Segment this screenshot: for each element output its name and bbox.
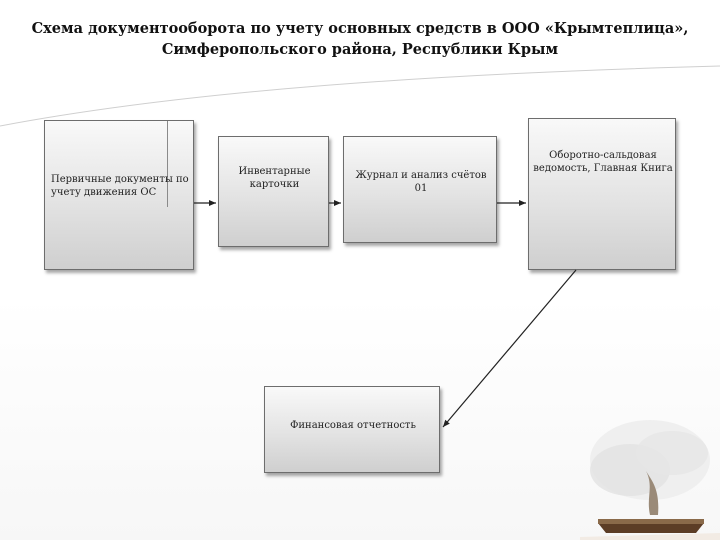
- bonsai-tree-icon: [580, 420, 720, 540]
- box-inner-divider: [167, 121, 168, 207]
- box-financial-reporting: Финансовая отчетность: [264, 386, 440, 473]
- decorative-curve: [0, 65, 720, 127]
- arrow-balance-to-reporting: [442, 269, 577, 428]
- slide-title-line-1: Схема документооборота по учету основных…: [31, 20, 689, 37]
- box-trial-balance-label: Оборотно-сальдовая ведомость, Главная Кн…: [533, 150, 673, 174]
- box-trial-balance: Оборотно-сальдовая ведомость, Главная Кн…: [528, 118, 676, 270]
- box-inventory-cards: Инвентарные карточки: [218, 136, 329, 247]
- slide-title-line-2: Симферопольского района, Республики Крым: [161, 41, 559, 58]
- box-journal: Журнал и анализ счётов 01: [343, 136, 497, 243]
- box-primary-documents: Первичные документы по учету движения ОС: [44, 120, 194, 270]
- slide-title: Схема документооборота по учету основных…: [20, 18, 700, 60]
- box-primary-documents-label: Первичные документы по учету движения ОС: [51, 174, 189, 198]
- box-inventory-cards-label: Инвентарные карточки: [238, 166, 311, 190]
- box-journal-label: Журнал и анализ счётов 01: [355, 170, 487, 194]
- box-financial-reporting-label: Финансовая отчетность: [290, 420, 416, 431]
